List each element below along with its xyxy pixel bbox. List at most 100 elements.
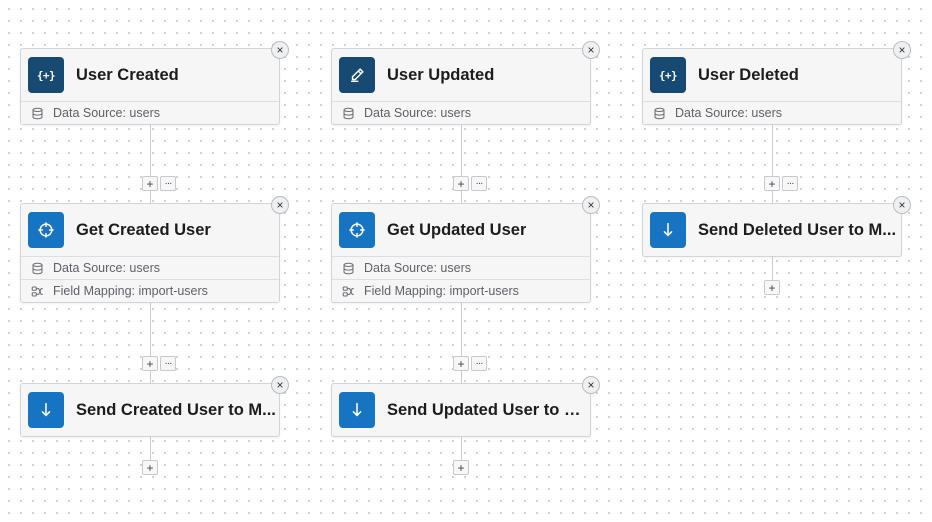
workflow-node-user-updated[interactable]: User Updated Data Source: users bbox=[331, 48, 591, 125]
arrow-down-icon bbox=[650, 212, 686, 248]
connector-line bbox=[150, 124, 151, 180]
plus-icon: + bbox=[146, 460, 154, 475]
delete-node-button[interactable]: × bbox=[582, 376, 600, 394]
data-source-label: Data Source: users bbox=[53, 261, 160, 275]
add-step-button[interactable]: + bbox=[142, 176, 158, 191]
add-step-button[interactable]: + bbox=[764, 176, 780, 191]
workflow-node-get-created-user[interactable]: Get Created User Data Source: users Fiel… bbox=[20, 203, 280, 303]
node-detail-row: Data Source: users bbox=[21, 101, 279, 124]
more-options-button[interactable]: ··· bbox=[160, 356, 176, 371]
more-options-button[interactable]: ··· bbox=[782, 176, 798, 191]
close-icon: × bbox=[898, 43, 906, 57]
node-title: Send Created User to M... bbox=[76, 400, 276, 419]
more-options-button[interactable]: ··· bbox=[471, 356, 487, 371]
workflow-node-get-updated-user[interactable]: Get Updated User Data Source: users Fiel… bbox=[331, 203, 591, 303]
connector-line bbox=[150, 302, 151, 358]
connector-line bbox=[461, 370, 462, 384]
field-mapping-icon bbox=[342, 286, 354, 296]
node-title: User Updated bbox=[387, 65, 495, 84]
data-source-label: Data Source: users bbox=[675, 106, 782, 120]
connector-controls: + ··· bbox=[764, 176, 798, 191]
add-step-button[interactable]: + bbox=[453, 176, 469, 191]
close-icon: × bbox=[276, 378, 284, 392]
workflow-node-send-deleted-user[interactable]: Send Deleted User to M... bbox=[642, 203, 902, 257]
connector-controls: + ··· bbox=[453, 176, 487, 191]
add-step-button[interactable]: + bbox=[764, 280, 780, 295]
database-icon bbox=[654, 107, 665, 119]
add-step-button[interactable]: + bbox=[142, 460, 158, 475]
connector-line bbox=[150, 436, 151, 460]
code-braces-icon: {+} bbox=[650, 57, 686, 93]
connector-line bbox=[772, 256, 773, 280]
plus-icon: + bbox=[146, 176, 154, 191]
field-mapping-label: Field Mapping: import-users bbox=[364, 284, 519, 298]
connector-controls: + ··· bbox=[453, 356, 487, 371]
delete-node-button[interactable]: × bbox=[582, 41, 600, 59]
add-step-button[interactable]: + bbox=[142, 356, 158, 371]
plus-icon: + bbox=[457, 356, 465, 371]
field-mapping-icon bbox=[31, 286, 43, 296]
workflow-node-send-created-user[interactable]: Send Created User to M... bbox=[20, 383, 280, 437]
flow-column-deleted: {+} User Deleted Data Source: users × + … bbox=[642, 0, 911, 522]
connector-controls: + bbox=[142, 460, 158, 475]
close-icon: × bbox=[898, 198, 906, 212]
connector-line bbox=[772, 190, 773, 204]
node-title: User Deleted bbox=[698, 65, 799, 84]
connector-line bbox=[150, 370, 151, 384]
delete-node-button[interactable]: × bbox=[271, 196, 289, 214]
node-detail-row: Data Source: users bbox=[643, 101, 901, 124]
close-icon: × bbox=[587, 198, 595, 212]
workflow-node-user-created[interactable]: {+} User Created Data Source: users bbox=[20, 48, 280, 125]
crosshair-icon bbox=[339, 212, 375, 248]
delete-node-button[interactable]: × bbox=[893, 41, 911, 59]
arrow-down-icon bbox=[339, 392, 375, 428]
flow-column-created: {+} User Created Data Source: users × + … bbox=[20, 0, 289, 522]
delete-node-button[interactable]: × bbox=[271, 376, 289, 394]
close-icon: × bbox=[587, 43, 595, 57]
connector-line bbox=[461, 302, 462, 358]
code-braces-icon: {+} bbox=[28, 57, 64, 93]
workflow-node-user-deleted[interactable]: {+} User Deleted Data Source: users bbox=[642, 48, 902, 125]
connector-controls: + ··· bbox=[142, 176, 176, 191]
ellipsis-icon: ··· bbox=[475, 357, 484, 369]
more-options-button[interactable]: ··· bbox=[160, 176, 176, 191]
close-icon: × bbox=[276, 43, 284, 57]
plus-icon: + bbox=[146, 356, 154, 371]
ellipsis-icon: ··· bbox=[786, 177, 795, 189]
node-title: Get Updated User bbox=[387, 220, 527, 239]
workflow-node-send-updated-user[interactable]: Send Updated User to M... bbox=[331, 383, 591, 437]
database-icon bbox=[32, 262, 43, 274]
plus-icon: + bbox=[457, 176, 465, 191]
arrow-down-icon bbox=[28, 392, 64, 428]
add-step-button[interactable]: + bbox=[453, 356, 469, 371]
connector-line bbox=[150, 190, 151, 204]
crosshair-icon bbox=[28, 212, 64, 248]
node-detail-row: Data Source: users bbox=[332, 101, 590, 124]
node-title: Send Updated User to M... bbox=[387, 400, 587, 419]
plus-icon: + bbox=[768, 280, 776, 295]
database-icon bbox=[32, 107, 43, 119]
data-source-label: Data Source: users bbox=[53, 106, 160, 120]
more-options-button[interactable]: ··· bbox=[471, 176, 487, 191]
plus-icon: + bbox=[457, 460, 465, 475]
connector-line bbox=[461, 124, 462, 180]
delete-node-button[interactable]: × bbox=[271, 41, 289, 59]
node-detail-row: Field Mapping: import-users bbox=[332, 279, 590, 302]
ellipsis-icon: ··· bbox=[475, 177, 484, 189]
connector-controls: + bbox=[453, 460, 469, 475]
connector-line bbox=[461, 190, 462, 204]
add-step-button[interactable]: + bbox=[453, 460, 469, 475]
connector-controls: + bbox=[764, 280, 780, 295]
field-mapping-label: Field Mapping: import-users bbox=[53, 284, 208, 298]
ellipsis-icon: ··· bbox=[164, 357, 173, 369]
connector-controls: + ··· bbox=[142, 356, 176, 371]
data-source-label: Data Source: users bbox=[364, 261, 471, 275]
delete-node-button[interactable]: × bbox=[893, 196, 911, 214]
data-source-label: Data Source: users bbox=[364, 106, 471, 120]
node-title: Send Deleted User to M... bbox=[698, 220, 897, 239]
ellipsis-icon: ··· bbox=[164, 177, 173, 189]
close-icon: × bbox=[276, 198, 284, 212]
delete-node-button[interactable]: × bbox=[582, 196, 600, 214]
node-detail-row: Field Mapping: import-users bbox=[21, 279, 279, 302]
connector-line bbox=[772, 124, 773, 180]
